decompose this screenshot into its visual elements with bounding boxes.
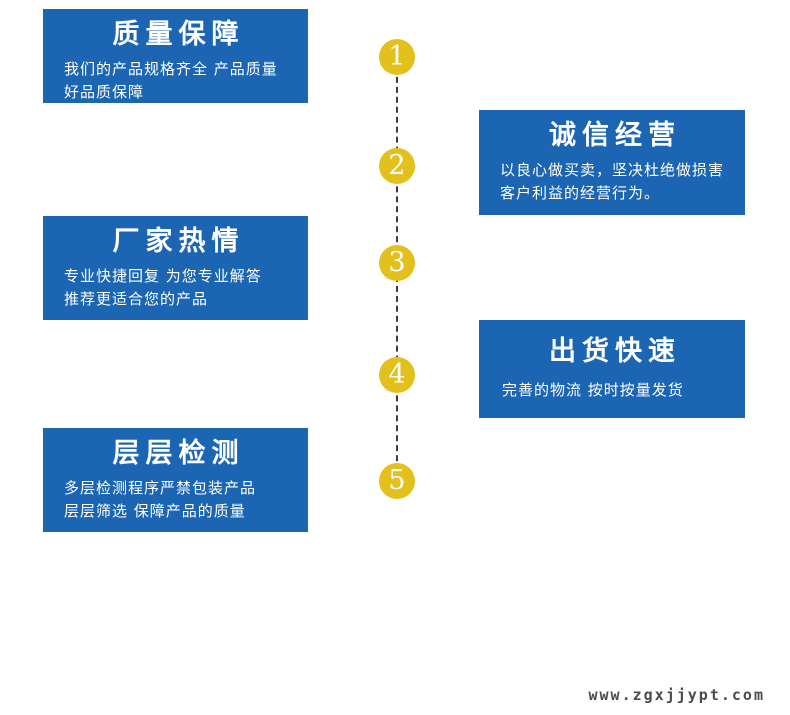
feature-title: 层层检测 xyxy=(112,438,245,469)
feature-description-line: 多层检测程序严禁包装产品 xyxy=(64,479,257,497)
watermark-url: www.zgxjjypt.com xyxy=(588,686,765,704)
feature-description: 多层检测程序严禁包装产品 层层筛选 保障产品的质量 xyxy=(43,477,308,523)
feature-description-line: 完善的物流 按时按量发货 xyxy=(502,381,684,399)
feature-description-line: 推荐更适合您的产品 xyxy=(64,290,209,308)
feature-description: 完善的物流 按时按量发货 xyxy=(479,379,745,402)
feature-title: 厂家热情 xyxy=(112,226,245,257)
step-number-text: 4 xyxy=(388,359,406,390)
step-number-text: 1 xyxy=(388,41,406,72)
feature-description-line: 以良心做买卖，坚决杜绝做损害 xyxy=(500,161,725,179)
step-number-badge-1: 1 xyxy=(379,39,415,75)
feature-description-line: 层层筛选 保障产品的质量 xyxy=(64,502,246,520)
step-number-text: 2 xyxy=(388,150,406,181)
feature-box-fast-shipping: 出货快速 完善的物流 按时按量发货 xyxy=(479,320,745,418)
step-number-badge-5: 5 xyxy=(379,463,415,499)
step-number-text: 3 xyxy=(388,247,406,278)
feature-title: 出货快速 xyxy=(549,336,681,367)
step-number-badge-2: 2 xyxy=(379,148,415,184)
feature-description: 我们的产品规格齐全 产品质量 好品质保障 xyxy=(43,58,308,104)
feature-description-line: 我们的产品规格齐全 产品质量 xyxy=(64,60,278,78)
feature-box-manufacturer-service: 厂家热情 专业快捷回复 为您专业解答 推荐更适合您的产品 xyxy=(43,216,308,320)
feature-title: 诚信经营 xyxy=(549,120,681,151)
feature-description-line: 专业快捷回复 为您专业解答 xyxy=(64,267,262,285)
feature-title: 质量保障 xyxy=(112,19,245,50)
feature-box-quality-assurance: 质量保障 我们的产品规格齐全 产品质量 好品质保障 xyxy=(43,9,308,103)
feature-box-honest-business: 诚信经营 以良心做买卖，坚决杜绝做损害 客户利益的经营行为。 xyxy=(479,110,745,215)
feature-box-layered-inspection: 层层检测 多层检测程序严禁包装产品 层层筛选 保障产品的质量 xyxy=(43,428,308,532)
step-number-badge-3: 3 xyxy=(379,245,415,281)
feature-description: 专业快捷回复 为您专业解答 推荐更适合您的产品 xyxy=(43,265,308,311)
step-number-text: 5 xyxy=(388,465,406,496)
step-number-badge-4: 4 xyxy=(379,357,415,393)
feature-description-line: 客户利益的经营行为。 xyxy=(500,184,661,202)
feature-description: 以良心做买卖，坚决杜绝做损害 客户利益的经营行为。 xyxy=(479,159,745,205)
feature-description-line: 好品质保障 xyxy=(64,83,145,101)
